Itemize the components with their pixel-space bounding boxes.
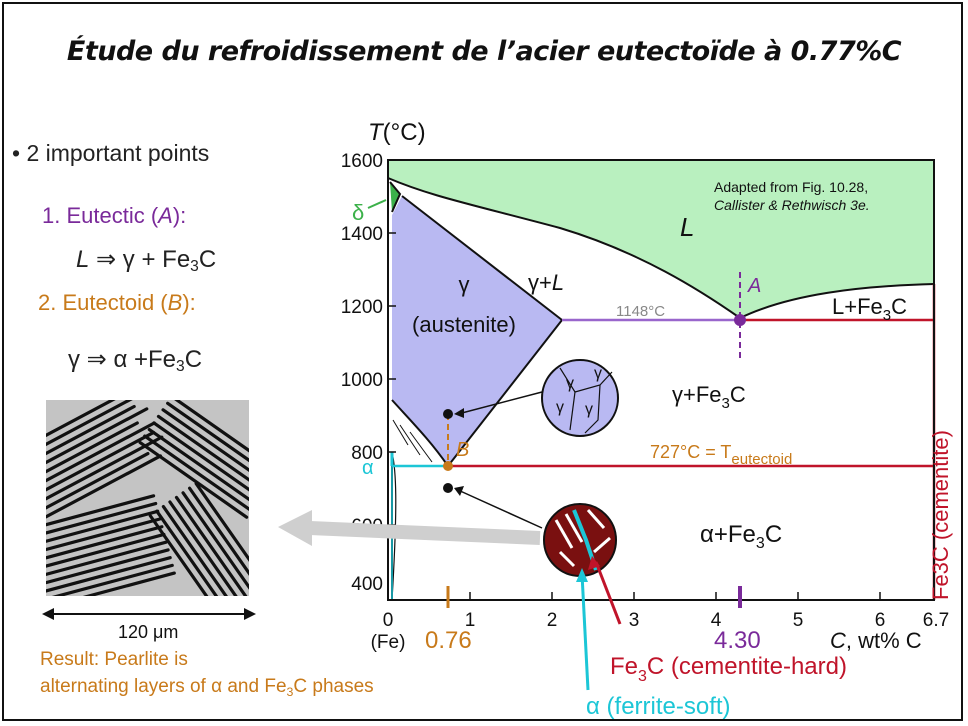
point-eutectoid: 2. Eutectoid (B): — [38, 290, 196, 315]
pearlite-sample-point — [443, 483, 453, 493]
y-tick-1200: 1200 — [341, 297, 383, 318]
x-axis-label: C, wt% C — [830, 628, 922, 653]
result-line-2: alternating layers of α and Fe3C phases — [40, 676, 374, 699]
pearlite-arrowhead — [454, 486, 464, 496]
scale-bar — [42, 608, 256, 620]
y-tick-1400: 1400 — [341, 224, 383, 245]
alpha-gamma-region — [392, 419, 433, 463]
grain-gamma-4: γ — [585, 401, 593, 418]
plot-frame — [387, 159, 935, 601]
delta-region — [390, 182, 400, 212]
reaction-eutectic: L ⇒ γ + Fe3C — [76, 246, 217, 275]
y-tick-800: 800 — [351, 443, 383, 464]
pearlite-lamellae — [46, 400, 249, 596]
label-1148: 1148°C — [616, 303, 665, 320]
y-axis-label: T(°C) — [368, 119, 426, 146]
label-727: 727°C = Teutectoid — [650, 442, 792, 468]
grain-gamma-3: γ — [556, 399, 564, 416]
label-liquid: L — [680, 212, 694, 242]
result-arrowhead — [278, 510, 312, 546]
cementite-pointer — [594, 561, 622, 625]
label-gamma-fe3c: γ+Fe3C — [672, 382, 746, 412]
pearlite-micrograph — [46, 400, 249, 596]
y-tick-400: 400 — [351, 574, 383, 595]
source-line-1: Adapted from Fig. 10.28, — [714, 179, 868, 195]
label-alpha-fe3c: α+Fe3C — [700, 521, 782, 552]
label-ferrite-soft: α (ferrite-soft) — [586, 693, 731, 720]
liquidus-left — [387, 177, 741, 319]
grain-gamma-1: γ — [566, 375, 574, 392]
x-tick-5: 5 — [793, 610, 804, 631]
label-gamma: γ — [459, 272, 470, 297]
acm-line — [447, 319, 563, 467]
liquid-region — [388, 160, 934, 318]
austenite-arrowhead — [454, 408, 464, 418]
bullet-important-points: • 2 important points — [12, 140, 210, 166]
austenite-region — [392, 196, 562, 466]
pearlite-arrow — [457, 489, 543, 529]
source-line-2: Callister & Rethwisch 3e. — [714, 197, 870, 213]
label-alpha: α — [362, 457, 374, 479]
result-line-1: Result: Pearlite is — [40, 649, 188, 670]
point-eutectic: 1. Eutectic (A): — [42, 203, 187, 228]
ferrite-pointer — [580, 573, 590, 691]
label-cementite-hard: Fe3C (cementite-hard) — [610, 653, 847, 685]
point-a-marker — [734, 314, 746, 326]
grain-gamma-2: γ — [594, 365, 602, 382]
y-tick-1600: 1600 — [341, 151, 383, 172]
label-point-a: A — [747, 275, 761, 297]
austenite-sample-point — [443, 409, 453, 419]
delta-boundary — [389, 181, 402, 213]
label-delta: δ — [352, 200, 364, 225]
delta-pointer — [367, 199, 387, 209]
label-austenite: (austenite) — [412, 312, 516, 337]
x-fe-label: (Fe) — [371, 632, 406, 653]
label-point-b: B — [456, 439, 469, 461]
slide-title: Étude du refroidissement de l’acier eute… — [66, 36, 902, 67]
x-tick-6: 6 — [875, 610, 886, 631]
austenite-arrow — [457, 391, 543, 415]
x-tick-4: 4 — [711, 610, 722, 631]
result-arrow — [309, 521, 541, 545]
y-tick-1000: 1000 — [341, 370, 383, 391]
x-076-label: 0.76 — [425, 627, 472, 654]
x-tick-0: 0 — [383, 610, 394, 631]
point-b-marker — [443, 461, 453, 471]
x-tick-1: 1 — [465, 610, 476, 631]
reaction-eutectoid: γ ⇒ α +Fe3C — [68, 346, 203, 375]
label-gamma-liquid: γ+L — [528, 270, 564, 295]
label-cementite-vertical: Fe3C (cementite) — [928, 430, 953, 600]
label-liquid-fe3c: L+Fe3C — [832, 294, 907, 324]
liquidus-right — [739, 283, 935, 319]
austenite-grains-circle — [541, 359, 619, 437]
x-tick-3: 3 — [629, 610, 640, 631]
x-430-label: 4.30 — [714, 627, 761, 654]
x-tick-67: 6.7 — [923, 610, 949, 631]
a3-line — [391, 399, 449, 467]
x-tick-2: 2 — [547, 610, 558, 631]
solidus — [401, 195, 563, 321]
scale-label: 120 μm — [118, 622, 179, 642]
